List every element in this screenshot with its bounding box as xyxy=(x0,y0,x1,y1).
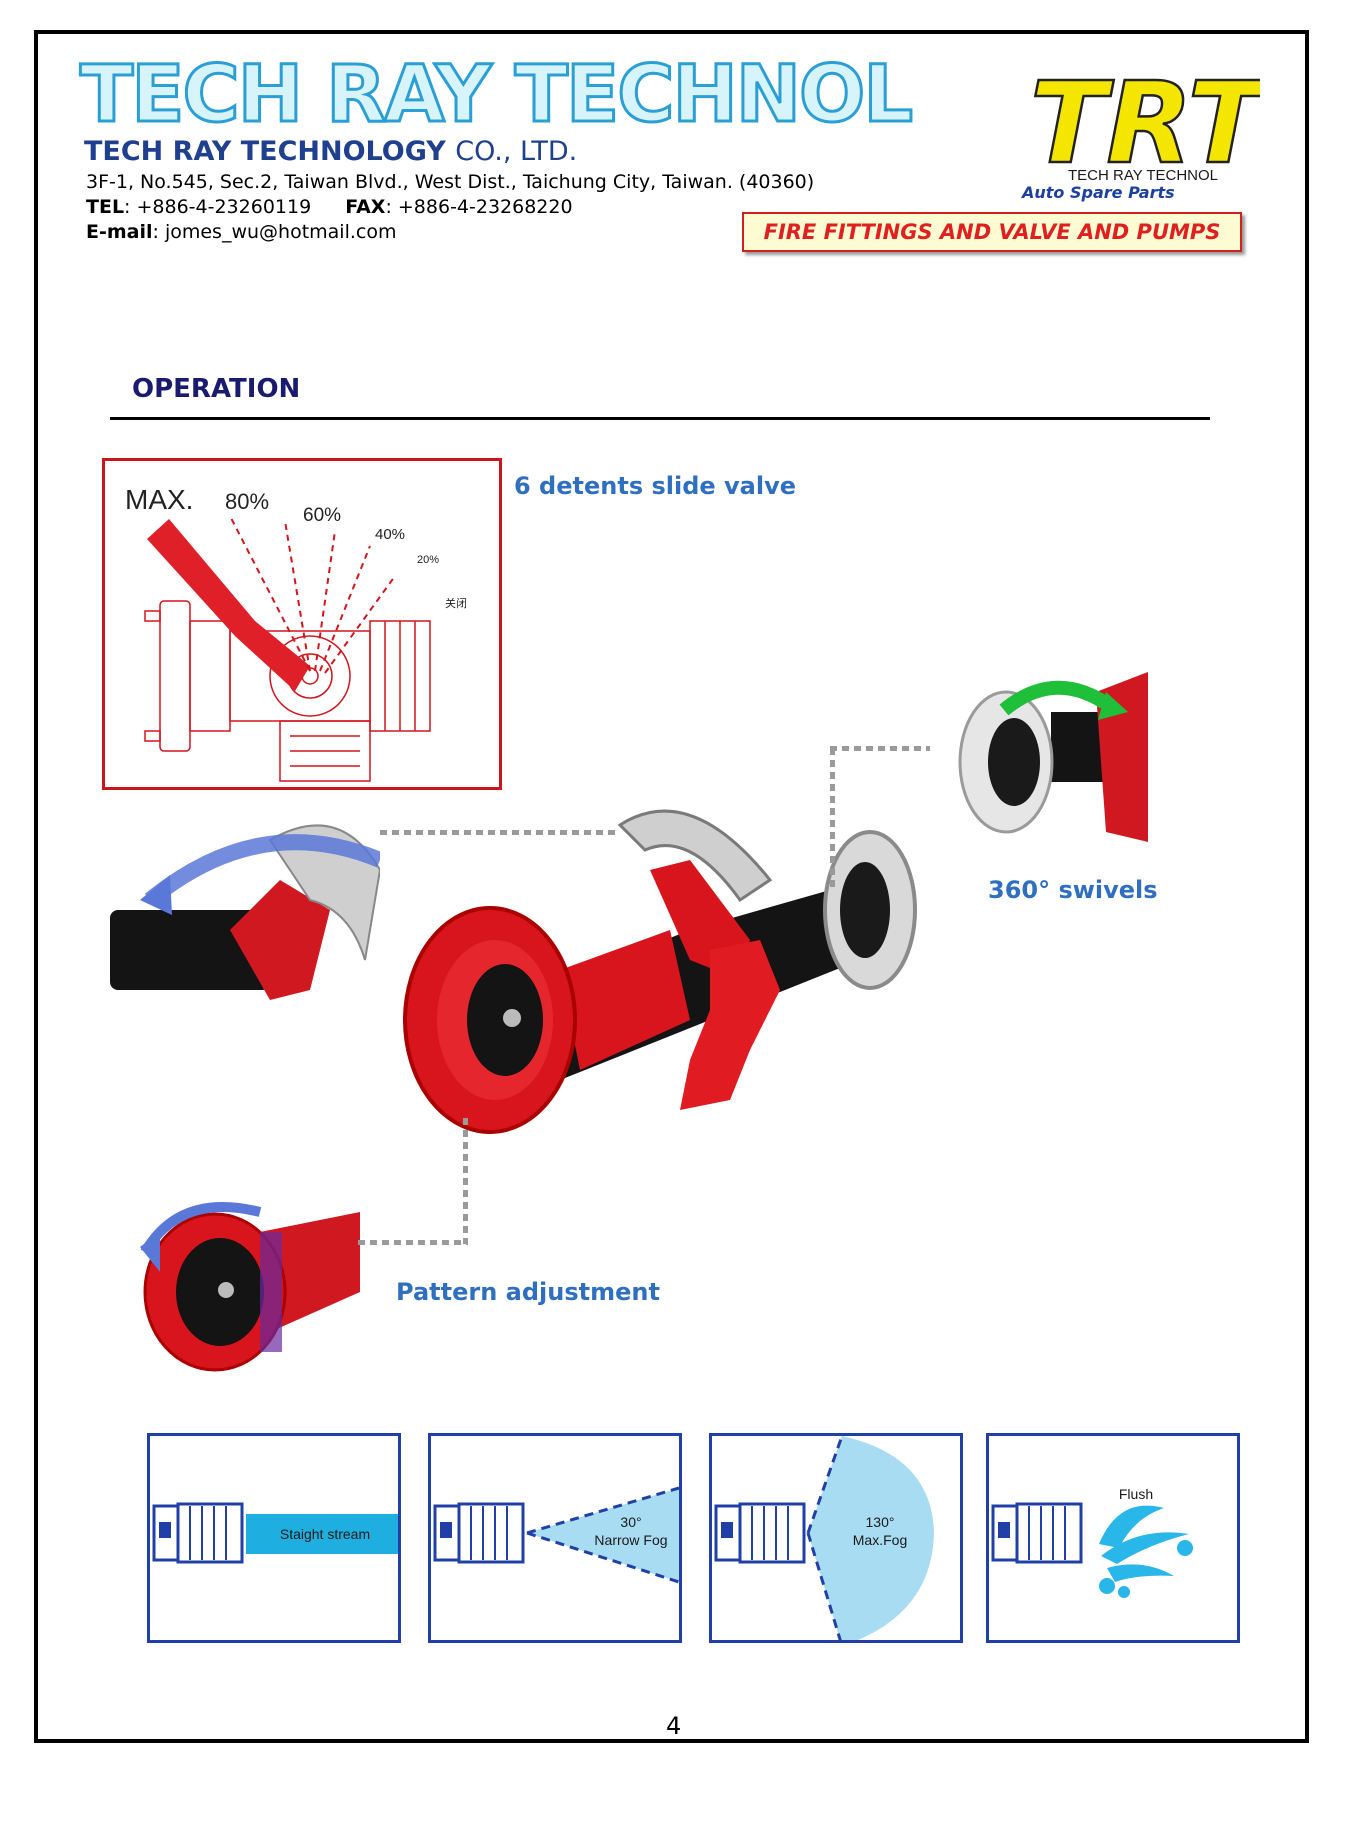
valve-drawing: MAX. 80% 60% 40% 20% 关闭 xyxy=(125,484,467,782)
nozzle-tip-icon xyxy=(152,1502,244,1564)
fire-nozzle-main-image xyxy=(390,790,960,1190)
connector-slide-valve xyxy=(380,830,620,835)
phone-fax-line: TEL: +886-4-23260119 FAX: +886-4-2326822… xyxy=(86,196,573,218)
email-line: E-mail: jomes_wu@hotmail.com xyxy=(86,221,396,243)
pattern-label: Staight stream xyxy=(279,1526,371,1542)
company-wordmark: TECH RAY TECHNOL xyxy=(78,50,914,140)
callout-swivels: 360° swivels xyxy=(988,876,1158,904)
pattern-angle: 130° xyxy=(865,1514,895,1530)
valve-label-closed: 关闭 xyxy=(445,596,467,610)
slide-valve-handle-detail xyxy=(110,790,384,1010)
valve-label-20: 20% xyxy=(417,554,439,566)
valve-label-60: 60% xyxy=(303,505,341,526)
email-label: E-mail xyxy=(86,221,153,243)
section-divider xyxy=(110,417,1210,420)
product-category-banner: FIRE FITTINGS AND VALVE AND PUMPS xyxy=(742,212,1242,252)
tel-value: : +886-4-23260119 xyxy=(124,196,312,218)
fax-value: : +886-4-23268220 xyxy=(385,196,573,218)
connector-pattern-horizontal xyxy=(358,1240,468,1245)
callout-slide-valve: 6 detents slide valve xyxy=(514,472,796,500)
pattern-label: Narrow Fog xyxy=(594,1532,668,1548)
logo-monogram: TRT xyxy=(1030,59,1260,189)
pattern-label: Flush xyxy=(1118,1486,1154,1502)
page-border xyxy=(34,30,1309,1743)
pattern-straight-stream: Staight stream xyxy=(147,1433,401,1643)
connector-pattern-vertical xyxy=(463,1118,468,1244)
pattern-narrow-fog: 30° Narrow Fog xyxy=(428,1433,682,1643)
logo-name: TECH RAY TECHNOL xyxy=(1068,167,1218,184)
pattern-label: Max.Fog xyxy=(852,1532,908,1548)
valve-label-40: 40% xyxy=(375,526,405,543)
nozzle-tip-icon xyxy=(991,1502,1083,1564)
swivel-detail-image xyxy=(956,672,1148,842)
nozzle-tip-icon xyxy=(714,1502,806,1564)
connector-swivel-horizontal xyxy=(830,746,930,751)
company-name-text: TECH RAY TECHNOLOGY xyxy=(84,136,446,167)
slide-valve-diagram: MAX. 80% 60% 40% 20% 关闭 xyxy=(102,458,502,790)
company-logo: TRT TECH RAY TECHNOL Auto Spare Parts xyxy=(1020,44,1273,204)
section-title: OPERATION xyxy=(132,374,301,404)
tel-label: TEL xyxy=(86,196,125,218)
valve-label-max: MAX. xyxy=(125,484,193,515)
email-value: : jomes_wu@hotmail.com xyxy=(152,221,397,243)
valve-label-80: 80% xyxy=(225,489,269,514)
pattern-flush: Flush xyxy=(986,1433,1240,1643)
pattern-max-fog: 130° Max.Fog xyxy=(709,1433,963,1643)
pattern-adjust-detail xyxy=(140,1192,360,1372)
company-address: 3F-1, No.545, Sec.2, Taiwan Blvd., West … xyxy=(86,171,815,193)
logo-tagline: Auto Spare Parts xyxy=(1020,183,1175,202)
connector-swivel-vertical xyxy=(830,748,835,888)
fax-label: FAX xyxy=(345,196,386,218)
page-number: 4 xyxy=(666,1712,682,1740)
nozzle-tip-icon xyxy=(433,1502,525,1564)
pattern-angle: 30° xyxy=(620,1514,642,1530)
flush-splash-icon xyxy=(1099,1505,1193,1598)
company-suffix: CO., LTD. xyxy=(455,136,578,167)
company-name: TECH RAY TECHNOLOGY CO., LTD. xyxy=(84,136,577,167)
banner-text: FIRE FITTINGS AND VALVE AND PUMPS xyxy=(763,220,1221,244)
callout-pattern-adjustment: Pattern adjustment xyxy=(396,1278,660,1306)
